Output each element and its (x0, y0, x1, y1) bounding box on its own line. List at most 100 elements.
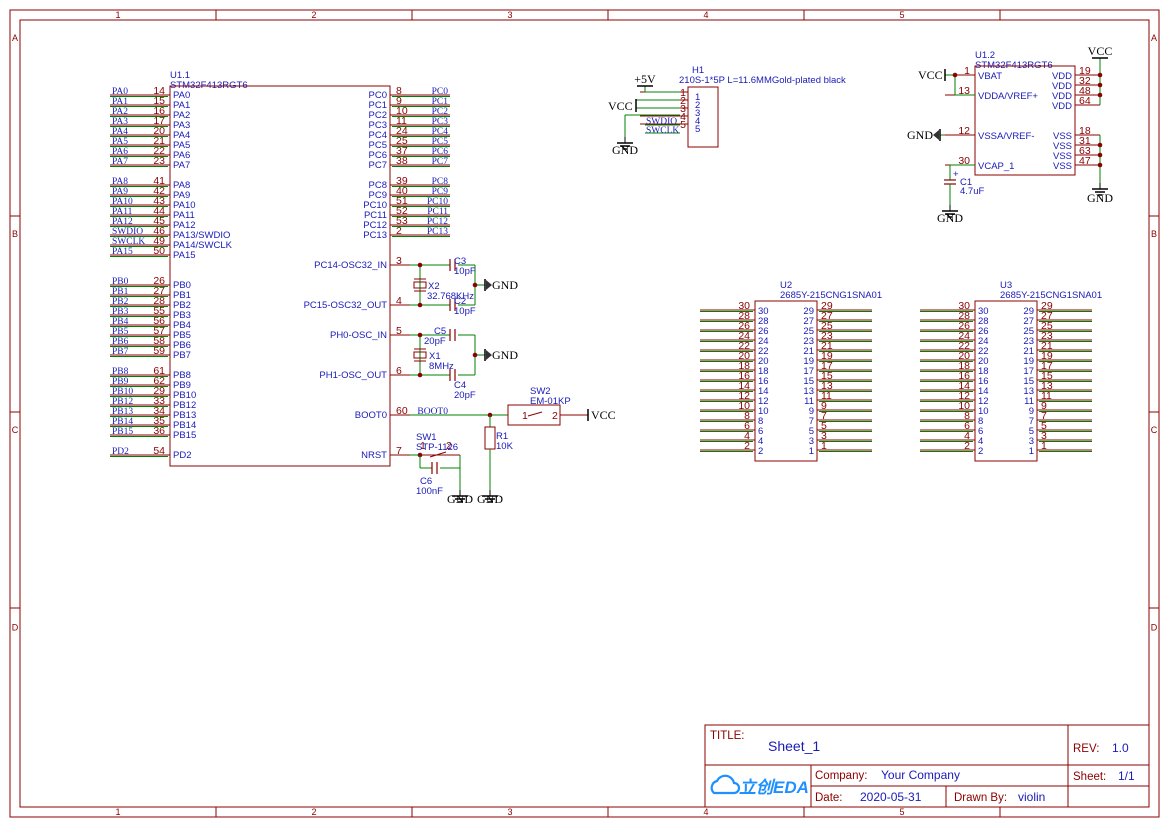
pin-name: PB8 (173, 370, 191, 381)
pin-name: PC15-OSC32_OUT (304, 300, 388, 311)
r1-ref: R1 (496, 431, 508, 442)
pin-number: 12 (958, 125, 970, 137)
gnd-arrow (933, 130, 939, 140)
pin-name: 24 (978, 336, 989, 347)
pin-number: 15 (821, 370, 833, 382)
pin-number: 21 (1041, 340, 1053, 352)
sw1-ref: SW1 (416, 432, 437, 443)
pin-name: PB3 (173, 310, 191, 321)
net-label: PB1 (112, 287, 129, 297)
pin-number: 2 (680, 95, 686, 107)
net-label: PC13 (427, 227, 448, 237)
net-label: SWCLK (646, 126, 679, 136)
pin-number: 14 (738, 380, 750, 392)
pin-number: 16 (958, 370, 970, 382)
pin-name: VSSA/VREF- (978, 131, 1035, 142)
net-label: PB9 (112, 377, 129, 387)
row-label: B (1151, 229, 1157, 239)
pin-name: PC1 (369, 100, 387, 111)
net-label: PA8 (112, 177, 128, 187)
junction-dot (417, 372, 423, 378)
net-label: PB5 (112, 327, 129, 337)
net-label: PC7 (432, 157, 449, 167)
net-label: PB10 (112, 387, 133, 397)
sw1-pin2: 2 (446, 440, 452, 452)
c3-val: 10pF (454, 266, 476, 277)
net-label: PD2 (112, 447, 129, 457)
pin-name: 3 (695, 108, 700, 119)
pin-name: PA1 (173, 100, 190, 111)
pin-number: 10 (958, 400, 970, 412)
pin-number: 7 (821, 410, 827, 422)
pin-number: 24 (396, 125, 408, 137)
junction-dot (1097, 92, 1103, 98)
u2-body (754, 300, 818, 462)
logo-text: 立创EDA (739, 778, 809, 797)
junction-dot (1097, 162, 1103, 168)
crystal-body (413, 281, 427, 289)
pin-number: 43 (153, 195, 165, 207)
pin-number: 36 (153, 425, 165, 437)
pin-number: 18 (738, 360, 750, 372)
net-label: PA1 (112, 97, 128, 107)
net-label: PC11 (427, 207, 448, 217)
pin-number: 29 (153, 385, 165, 397)
pin-name: PA14/SWCLK (173, 240, 233, 251)
pin-name: 19 (803, 356, 814, 367)
net-label: PB12 (112, 397, 133, 407)
pin-name: PC6 (369, 150, 387, 161)
pin-name: 15 (803, 376, 814, 387)
c2-val: 10pF (454, 306, 476, 317)
pin-name: PC12 (363, 220, 387, 231)
pin-name: PA9 (173, 190, 190, 201)
pin-number: 33 (153, 395, 165, 407)
pin-number: 23 (153, 155, 165, 167)
sheet-label: Sheet: (1073, 771, 1106, 783)
pin-name: 3 (1029, 436, 1034, 447)
pin-name: VDD (1052, 81, 1072, 92)
pin-name: 30 (758, 306, 769, 317)
pin-number: 37 (396, 145, 408, 157)
pin-number: 24 (958, 330, 970, 342)
pin-number: 2 (744, 440, 750, 452)
pin-number: 28 (153, 295, 165, 307)
net-label: PB0 (112, 277, 129, 287)
pin-name: 26 (758, 326, 769, 337)
pin-number: 8 (396, 85, 402, 97)
pin-number: 10 (396, 105, 408, 117)
net-label: PA7 (112, 157, 128, 167)
pin-name: PB0 (173, 280, 191, 291)
pin-name: PH1-OSC_OUT (319, 370, 387, 381)
pin-number: 27 (153, 285, 165, 297)
pin-number: 7 (396, 445, 402, 457)
gnd-label: GND (492, 348, 518, 362)
pin-number: 1 (1041, 440, 1047, 452)
pin-name: PA2 (173, 110, 190, 121)
c1-val: 4.7uF (960, 186, 984, 197)
pin-name: PA5 (173, 140, 190, 151)
pin-number: 48 (1079, 85, 1091, 97)
pin-name: 21 (803, 346, 814, 357)
pin-number: 22 (153, 145, 165, 157)
x1-val: 8MHz (429, 361, 454, 372)
pin-name: PB4 (173, 320, 191, 331)
row-label: A (1151, 33, 1157, 43)
gnd-label: GND (1087, 191, 1113, 205)
pin-number: 47 (1079, 155, 1091, 167)
u3-ref: U3 (1000, 280, 1012, 291)
pin-number: 39 (396, 175, 408, 187)
company-value: Your Company (881, 768, 960, 782)
pin-name: PC14-OSC32_IN (314, 260, 387, 271)
sheet-value: 1/1 (1118, 769, 1135, 783)
column-label: 4 (703, 807, 708, 817)
pin-number: 45 (153, 215, 165, 227)
pin-number: 42 (153, 185, 165, 197)
gnd-symbol: GND (447, 490, 473, 506)
pin-name: 7 (809, 416, 814, 427)
u3-body (974, 300, 1038, 462)
net-label: PA5 (112, 137, 128, 147)
net-label: PA2 (112, 107, 128, 117)
